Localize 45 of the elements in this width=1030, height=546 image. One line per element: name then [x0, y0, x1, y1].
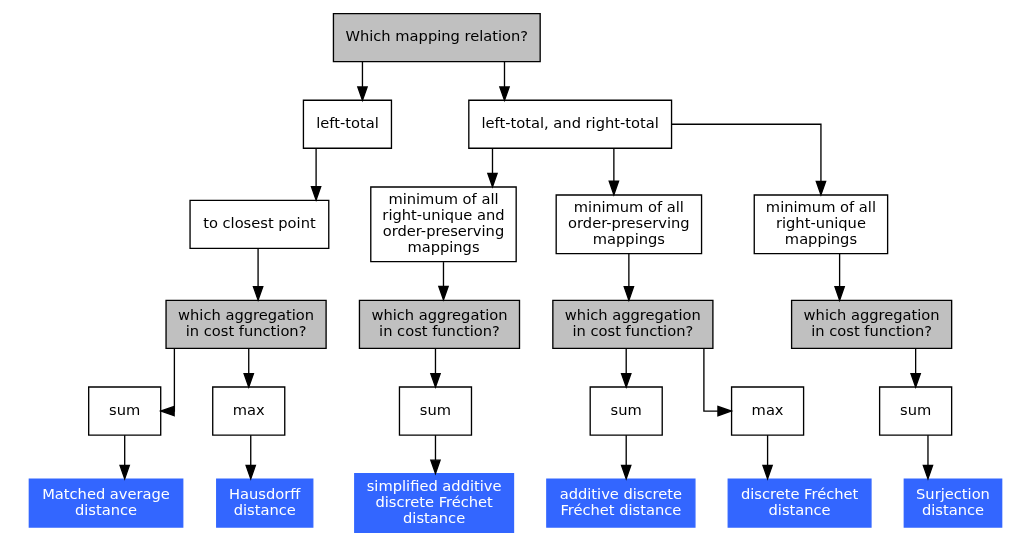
node-box: discrete Fréchet distance — [727, 478, 872, 528]
node-box: sum — [878, 386, 952, 436]
node-box: Which mapping relation? — [332, 12, 541, 63]
arrow — [251, 247, 264, 303]
node-box: which aggregation in cost function? — [164, 299, 327, 350]
node-box: Surjection distance — [903, 478, 1002, 528]
node-box: left-total — [302, 99, 392, 149]
node-box: max — [211, 386, 285, 436]
node-box: max — [730, 386, 804, 436]
node-box: minimum of all order-preserving mappings — [555, 194, 702, 255]
arrow — [833, 253, 845, 303]
arrow — [498, 61, 510, 103]
arrow — [607, 147, 619, 197]
node-box: sum — [589, 386, 663, 436]
arrow — [622, 253, 634, 303]
arrow — [486, 147, 498, 189]
arrow — [909, 347, 921, 390]
arrow — [242, 347, 254, 390]
arrow — [670, 123, 827, 197]
arrow — [158, 347, 175, 417]
node-box: sum — [87, 386, 161, 436]
node-box: minimum of all right-unique and order-preserving mappings — [369, 186, 517, 263]
arrow — [429, 347, 441, 390]
node-box: simplified additive discrete Fréchet distance — [353, 473, 514, 534]
node-box: sum — [398, 386, 472, 436]
node-box: Matched average distance — [28, 478, 183, 528]
arrow — [118, 434, 130, 481]
node-box: to closest point — [188, 199, 329, 249]
arrow — [437, 261, 449, 302]
arrow — [620, 434, 632, 481]
node-box: left-total, and right-total — [467, 99, 672, 149]
arrow — [356, 61, 368, 103]
arrow — [702, 347, 733, 417]
arrow — [620, 347, 632, 390]
arrow — [921, 434, 934, 481]
node-box: which aggregation in cost function? — [551, 299, 714, 350]
node-box: minimum of all right-unique mappings — [753, 194, 888, 255]
arrow — [429, 434, 441, 476]
node-box: which aggregation in cost function? — [790, 299, 952, 350]
arrow — [761, 434, 773, 481]
arrow — [310, 147, 322, 202]
node-box: which aggregation in cost function? — [358, 299, 520, 350]
node-box: additive discrete Fréchet distance — [545, 478, 696, 528]
arrow — [244, 434, 256, 481]
node-box: Hausdorff distance — [215, 478, 313, 528]
